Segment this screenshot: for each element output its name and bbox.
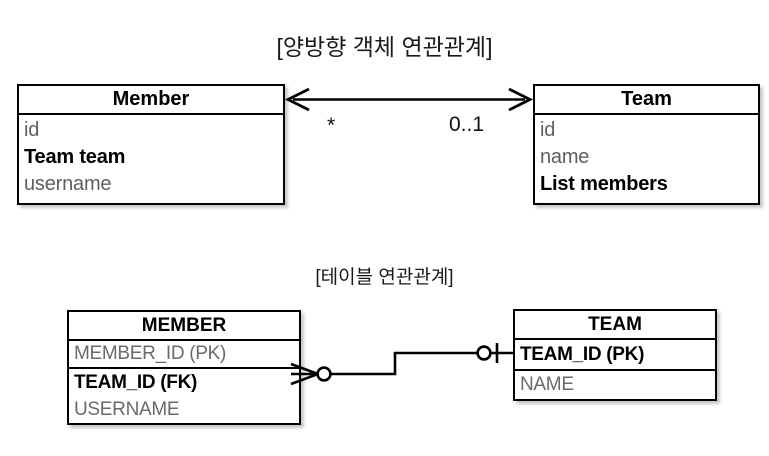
multiplicity-label-many: * (327, 114, 336, 137)
er-table-member: MEMBER MEMBER_ID (PK) TEAM_ID (FK) USERN… (67, 310, 301, 425)
multiplicity-label-zero-or-one: 0..1 (449, 113, 485, 136)
uml-field-member-team: Team team (24, 146, 126, 168)
er-table-team-name: TEAM (515, 311, 715, 340)
uml-field-member-id: id (24, 119, 40, 141)
uml-field-team-name: name (540, 146, 590, 168)
er-column-member-id: MEMBER_ID (PK) (69, 341, 299, 369)
er-relationship-connector-crows-foot (290, 343, 513, 386)
uml-class-team: Team id name List members (533, 84, 760, 205)
er-table-member-name: MEMBER (69, 312, 299, 341)
uml-field-member-username: username (24, 173, 112, 195)
er-column-team-id: TEAM_ID (PK) (515, 340, 715, 371)
uml-field-team-members: List members (540, 173, 668, 195)
er-column-member-username: USERNAME (74, 399, 180, 420)
object-association-title: [양방향 객체 연관관계] (276, 34, 493, 60)
er-column-team-name: NAME (520, 374, 574, 395)
uml-class-member: Member id Team team username (17, 84, 285, 205)
er-table-team: TEAM TEAM_ID (PK) NAME (513, 309, 717, 401)
uml-class-member-name: Member (19, 86, 283, 115)
table-association-title: [테이블 연관관계] (315, 267, 454, 288)
uml-field-team-id: id (540, 119, 556, 141)
uml-class-member-fields: id Team team username (19, 115, 283, 203)
uml-class-team-name: Team (535, 86, 758, 115)
er-column-member-team-id: TEAM_ID (FK) (74, 372, 198, 393)
association-arrow-bidirectional (284, 87, 534, 112)
uml-class-team-fields: id name List members (535, 115, 758, 203)
